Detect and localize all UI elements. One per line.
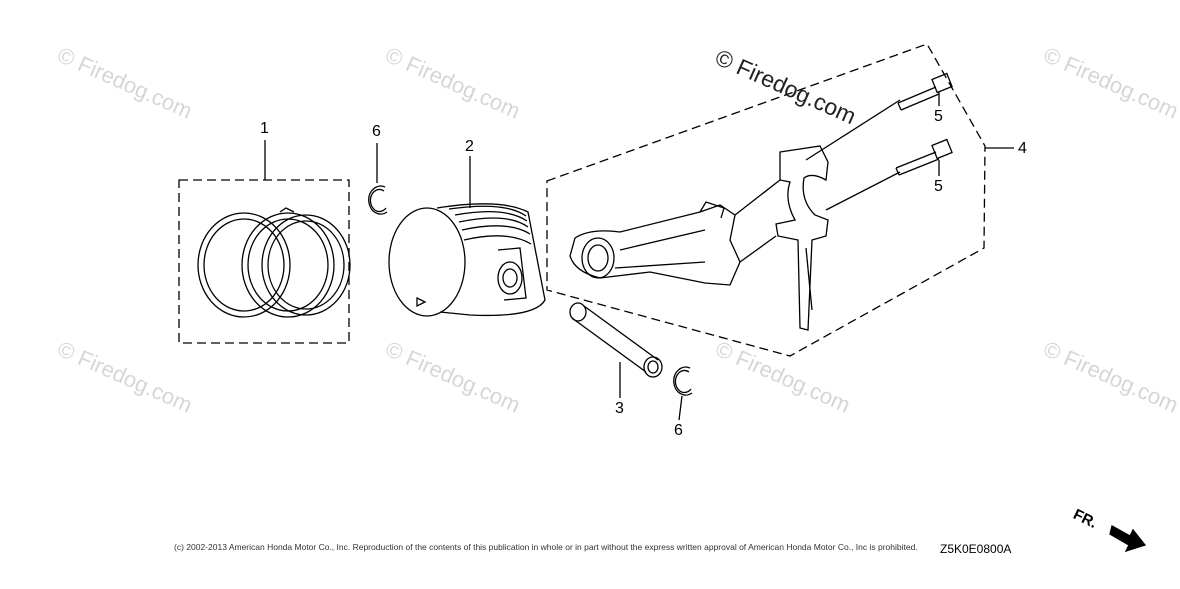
callout-4: 4 bbox=[1018, 140, 1027, 157]
callout-6-upper: 6 bbox=[372, 123, 381, 140]
connecting-rod-bolt-drawing bbox=[895, 138, 953, 176]
piston-pin-clip-drawing bbox=[673, 366, 693, 396]
piston-drawing bbox=[388, 203, 546, 317]
callout-3: 3 bbox=[615, 400, 624, 417]
callout-1: 1 bbox=[260, 120, 269, 137]
piston-pin-clip-drawing bbox=[368, 185, 388, 215]
callout-6-lower: 6 bbox=[674, 422, 683, 439]
callout-5-upper: 5 bbox=[934, 108, 943, 125]
connecting-rod-assembly-drawing bbox=[546, 43, 986, 357]
callout-5-lower: 5 bbox=[934, 178, 943, 195]
copyright-notice: (c) 2002-2013 American Honda Motor Co., … bbox=[174, 542, 918, 552]
drawing-code: Z5K0E0800A bbox=[940, 542, 1012, 556]
connecting-rod-bolt-drawing bbox=[897, 72, 953, 111]
piston-pin-drawing bbox=[569, 302, 663, 378]
arrow-down-right-icon bbox=[1109, 525, 1147, 553]
leader-line bbox=[678, 395, 683, 421]
piston-ring-set-drawing bbox=[178, 179, 351, 344]
callout-2: 2 bbox=[465, 138, 474, 155]
